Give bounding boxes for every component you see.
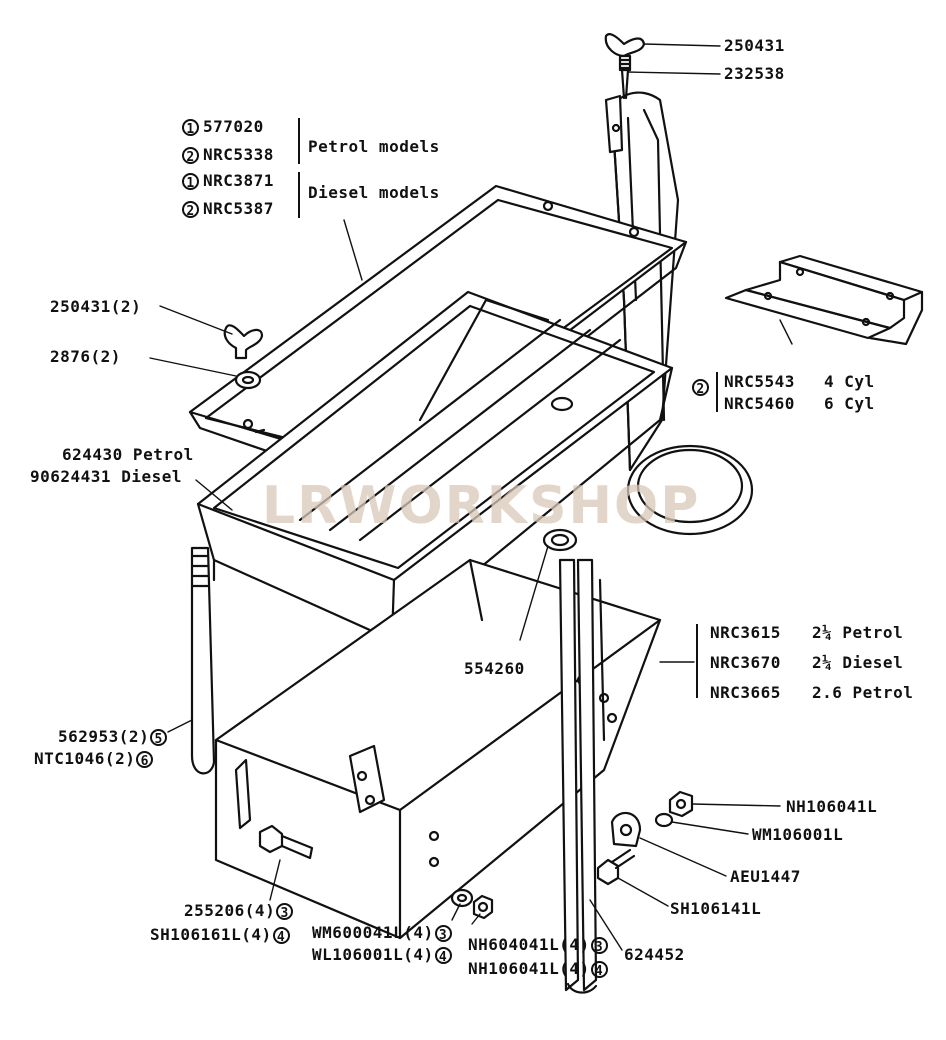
label-bolt-2-text: SH106161L(4) [150, 925, 272, 944]
label-clip: 554260 [464, 659, 525, 678]
right-hardware-drawing [596, 790, 694, 886]
bracket-bar-petrol [298, 118, 300, 164]
round-plate-drawing [626, 444, 754, 536]
label-bracket-6cyl-part: NRC5460 [724, 394, 795, 413]
label-nut-b2: NH106041L(4)4 [468, 959, 608, 979]
top-wing-nut-drawing [604, 33, 646, 100]
label-frame-diesel-2-text: NRC5387 [203, 199, 274, 218]
lower-bolt-drawing [258, 824, 314, 860]
callout-circle-2: 2 [182, 201, 199, 219]
label-washer-b2: WL106001L(4)4 [312, 945, 452, 965]
label-washer-right: WM106001L [752, 825, 844, 844]
label-nut-b2-text: NH106041L(4) [468, 959, 590, 978]
callout-circle-4: 4 [272, 927, 290, 945]
label-frame-diesel-1-text: NRC3871 [203, 171, 274, 190]
label-bracket-4cyl-note: 4 Cyl [824, 372, 875, 391]
label-frame-diesel-note: Diesel models [308, 183, 440, 202]
label-wing-nut-2: 250431(2) [50, 297, 142, 316]
label-bolt-1-text: 255206(4) [184, 901, 276, 920]
callout-circle-3: 3 [276, 903, 294, 921]
watermark: LRWORKSHOP [262, 476, 701, 536]
label-screw-right: SH106141L [670, 899, 762, 918]
leader-lines [149, 43, 793, 951]
battery-box-drawing [214, 558, 662, 940]
label-frame-petrol-2-text: NRC5338 [203, 145, 274, 164]
label-strap: 624452 [624, 945, 685, 964]
wing-nut-and-washer-drawing [223, 324, 264, 390]
label-rod-1: 562953(2)5 [58, 727, 168, 747]
label-bolt-top: 232538 [724, 64, 785, 83]
label-nut-right: NH106041L [786, 797, 878, 816]
label-box-3-note: 2.6 Petrol [812, 683, 914, 702]
label-bracket-6cyl-note: 6 Cyl [824, 394, 875, 413]
label-tray-petrol: 624430 Petrol [62, 445, 194, 464]
label-rod-2-text: NTC1046(2) [34, 749, 136, 768]
callout-circle-3: 3 [434, 925, 452, 943]
callout-circle-3: 3 [590, 937, 608, 955]
label-nut-b1-text: NH604041L(4) [468, 935, 590, 954]
label-box-2-part: NRC3670 [710, 653, 781, 672]
callout-circle-4: 4 [434, 947, 452, 965]
bracket-bar-box [696, 624, 698, 698]
callout-circle-1: 1 [182, 119, 199, 137]
label-washer-b1: WM600041L(4)3 [312, 923, 452, 943]
label-washer-2: 2876(2) [50, 347, 121, 366]
callout-circle-6: 6 [136, 751, 154, 769]
washer-and-nut-drawing [450, 888, 494, 920]
label-tray-diesel: 90624431 Diesel [30, 467, 182, 486]
label-washer-b2-text: WL106001L(4) [312, 945, 434, 964]
callout-circle-4: 4 [590, 961, 608, 979]
label-rod-2: NTC1046(2)6 [34, 749, 154, 769]
bracket-bar-diesel [298, 172, 300, 218]
callout-circle-2: 2 [692, 379, 709, 397]
label-clamp: AEU1447 [730, 867, 801, 886]
callout-circle-5: 5 [150, 729, 168, 747]
label-washer-b1-text: WM600041L(4) [312, 923, 434, 942]
bracket-bar-small [716, 372, 718, 412]
label-wing-nut-top: 250431 [724, 36, 785, 55]
battery-tray-drawing [196, 290, 674, 662]
label-rod-1-text: 562953(2) [58, 727, 150, 746]
hook-rod-drawing [190, 546, 216, 775]
clip-drawing [542, 528, 578, 552]
small-bracket-drawing [724, 254, 924, 346]
label-bolt-2: SH106161L(4)4 [150, 925, 290, 945]
callout-circle-1: 1 [182, 173, 199, 191]
callout-circle-2: 2 [182, 147, 199, 165]
label-box-2-note: 2¼ Diesel [812, 653, 904, 672]
label-box-3-part: NRC3665 [710, 683, 781, 702]
label-frame-petrol-note: Petrol models [308, 137, 440, 156]
label-box-1-note: 2¼ Petrol [812, 623, 904, 642]
label-frame-petrol-1-text: 577020 [203, 117, 264, 136]
angle-strap-drawing [558, 558, 598, 994]
label-nut-b1: NH604041L(4)3 [468, 935, 608, 955]
label-box-1-part: NRC3615 [710, 623, 781, 642]
label-bolt-1: 255206(4)3 [184, 901, 294, 921]
label-bracket-circle: 2 [692, 378, 713, 397]
label-bracket-4cyl-part: NRC5543 [724, 372, 795, 391]
